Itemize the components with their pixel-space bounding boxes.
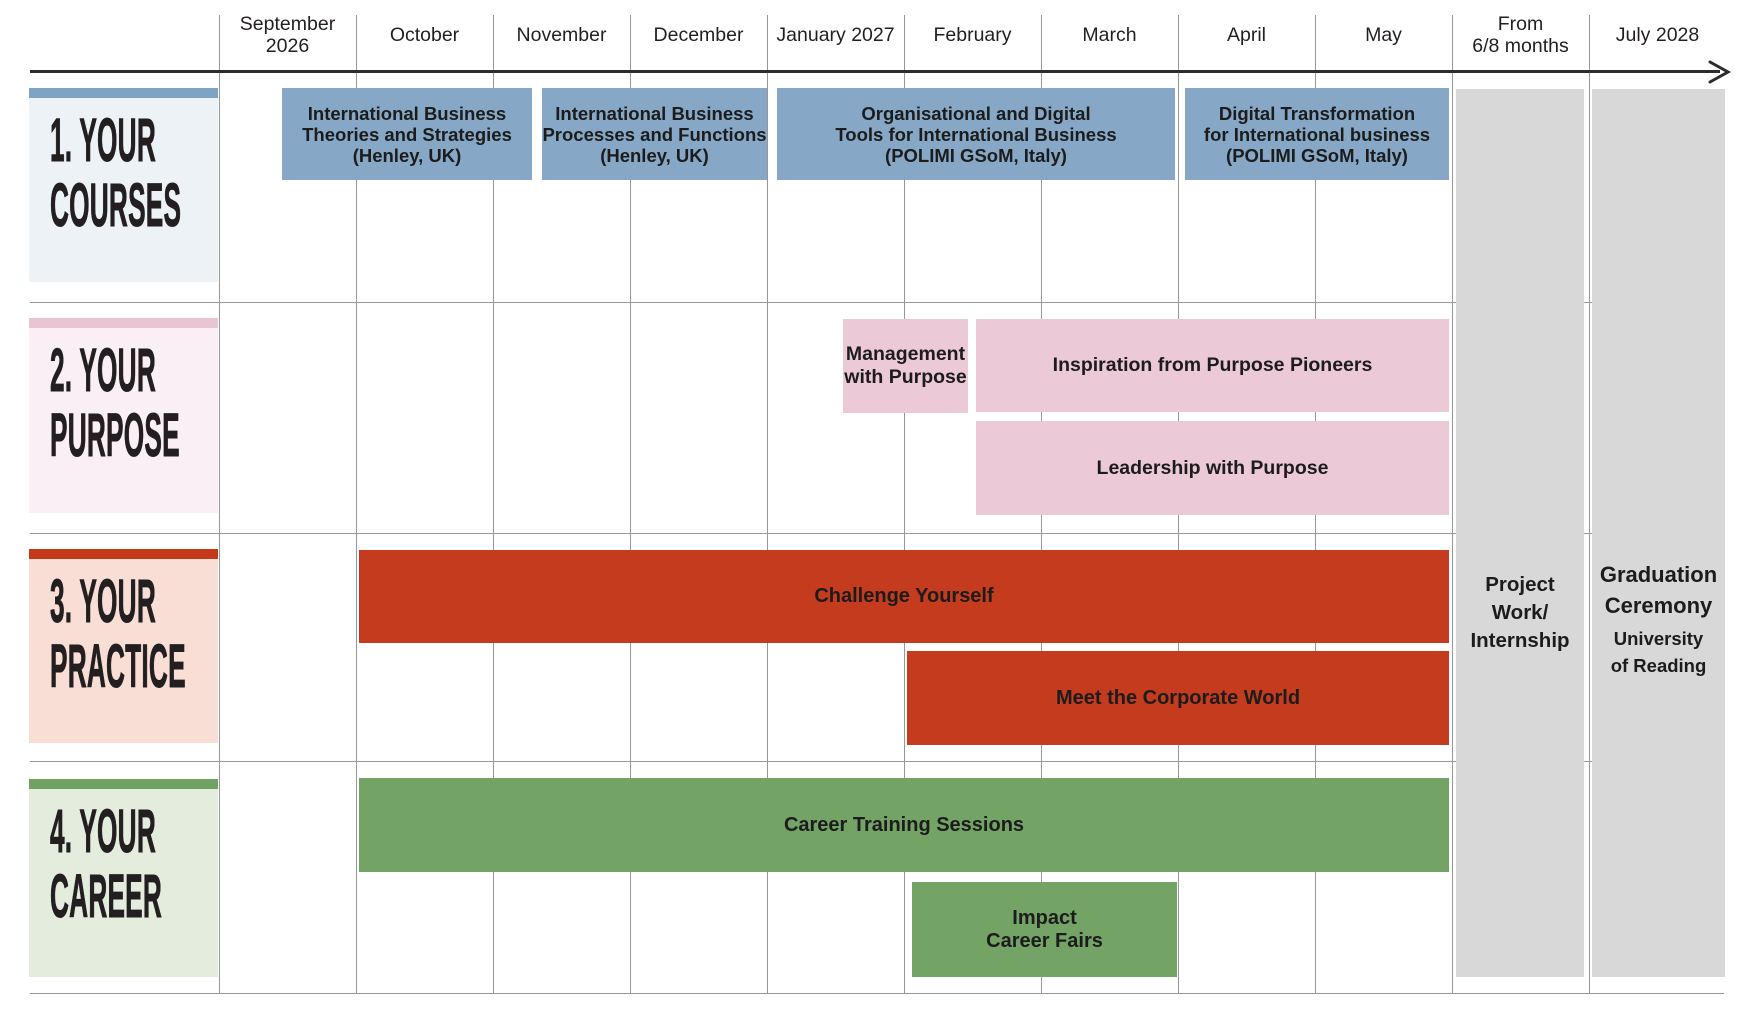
grid-vline [630,15,631,993]
row-label-purpose-text: 2. YOUR PURPOSE [50,336,180,469]
bar-label: Leadership with Purpose [1096,456,1329,479]
month-label-november: November [493,10,630,60]
arrow-right-icon [1704,58,1732,91]
bar-management-with-purpose: Management with Purpose [843,319,968,413]
grid-vline [356,15,357,993]
bar-challenge-yourself: Challenge Yourself [359,550,1449,643]
grid-hline [30,993,1724,994]
month-label-text: May [1365,24,1402,46]
grid-vline [1452,15,1453,993]
bar-label: Meet the Corporate World [1055,686,1301,709]
month-label-january-2027: January 2027 [767,10,904,60]
bar-label: International Business Processes and Fun… [542,102,767,166]
bar-label: International Business Theories and Stra… [302,102,512,166]
bar-inspiration-purpose-pioneers: Inspiration from Purpose Pioneers [976,319,1449,412]
column-graduation-ceremony: Graduation Ceremony University of Readin… [1592,89,1725,977]
month-label-text: September 2026 [239,13,336,57]
month-label-may: May [1315,10,1452,60]
bar-leadership-with-purpose: Leadership with Purpose [976,421,1449,515]
graduation-ceremony-label: Graduation Ceremony [1599,562,1718,618]
month-label-text: From 6/8 months [1472,13,1569,57]
bar-label: Management with Purpose [844,343,967,388]
month-label-text: October [389,24,460,46]
project-work-internship-label: Project Work/ Internship [1470,573,1570,652]
bar-label: Challenge Yourself [814,585,994,607]
grid-vline [493,15,494,993]
row-practice-accent-strip [29,549,218,559]
month-label-text: December [653,24,744,46]
grid-vline [219,15,220,993]
month-label-september-2026: September 2026 [219,10,356,60]
month-label-december: December [630,10,767,60]
bar-organisational-digital-tools: Organisational and Digital Tools for Int… [777,88,1175,180]
bar-ib-processes-functions: International Business Processes and Fun… [542,88,767,180]
bar-meet-corporate-world: Meet the Corporate World [907,651,1449,745]
row-label-career: 4. YOUR CAREER [29,789,218,977]
row-courses-accent-strip [29,88,218,98]
bar-career-training-sessions: Career Training Sessions [359,778,1449,872]
grid-vline [767,15,768,993]
month-label-march: March [1041,10,1178,60]
column-project-work-internship: Project Work/ Internship [1456,89,1584,977]
month-label-april: April [1178,10,1315,60]
month-label-text: February [933,24,1012,46]
row-label-career-text: 4. YOUR CAREER [50,797,163,930]
month-label-text: January 2027 [776,24,895,46]
row-purpose-accent-strip [29,318,218,328]
grid-hline [30,302,1724,303]
month-label-text: April [1226,24,1266,46]
row-label-practice-text: 3. YOUR PRACTICE [50,567,186,700]
row-label-courses: 1. YOUR COURSES [29,98,218,282]
month-label-february: February [904,10,1041,60]
month-label-october: October [356,10,493,60]
bar-impact-career-fairs: Impact Career Fairs [912,882,1177,977]
row-label-purpose: 2. YOUR PURPOSE [29,328,218,513]
row-label-practice: 3. YOUR PRACTICE [29,559,218,743]
bar-digital-transformation: Digital Transformation for International… [1185,88,1449,180]
row-career-accent-strip [29,779,218,789]
month-label-text: July 2028 [1615,24,1700,46]
bar-label: Impact Career Fairs [986,906,1103,952]
bar-ib-theories-strategies: International Business Theories and Stra… [282,88,532,180]
month-label-july-2028: July 2028 [1589,10,1726,60]
month-label-text: November [516,24,607,46]
grid-vline [904,15,905,993]
grid-vline [1589,15,1590,993]
university-of-reading-label: University of Reading [1610,628,1707,676]
grid-hline [30,533,1724,534]
bar-label: Organisational and Digital Tools for Int… [835,102,1117,166]
month-label-text: March [1082,24,1137,46]
bar-label: Inspiration from Purpose Pioneers [1052,354,1373,376]
month-label-from-6-8-months: From 6/8 months [1452,10,1589,60]
timeline-axis-line [30,70,1720,73]
row-label-courses-text: 1. YOUR COURSES [50,106,182,239]
grid-hline [30,761,1724,762]
bar-label: Career Training Sessions [783,813,1025,836]
bar-label: Digital Transformation for International… [1203,102,1431,166]
